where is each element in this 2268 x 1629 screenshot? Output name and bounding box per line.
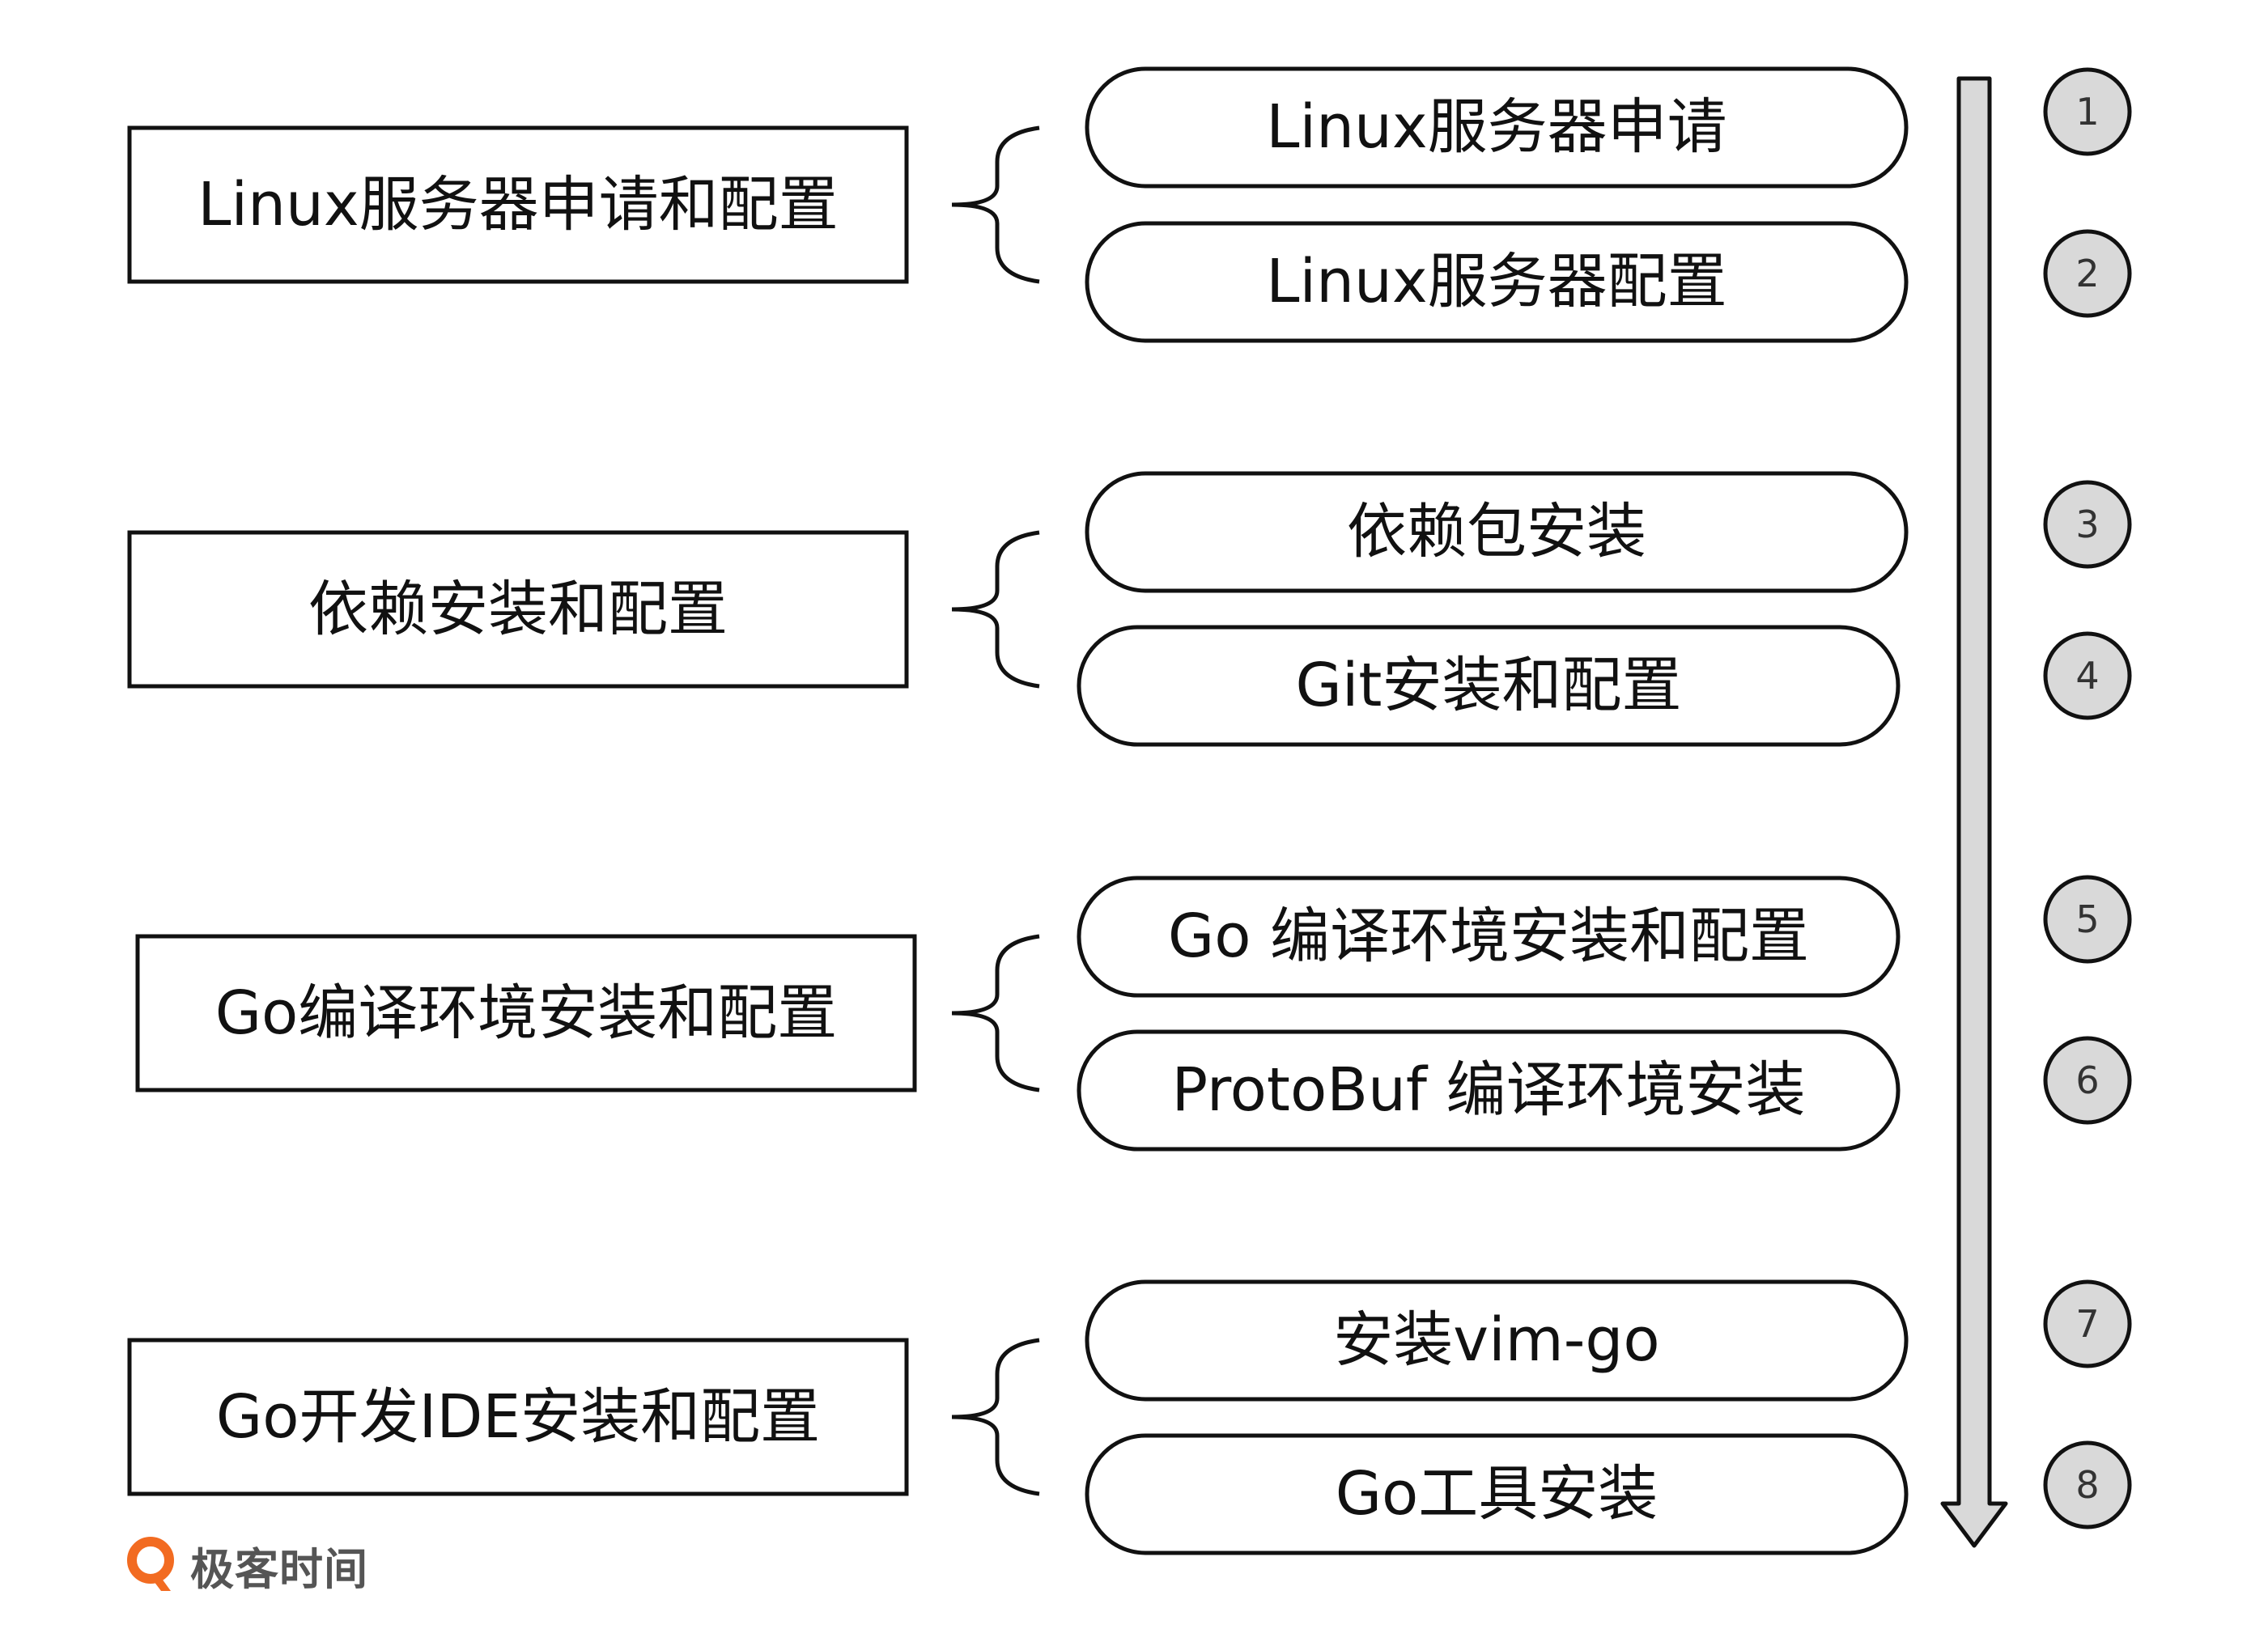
step-pill-2: Linux服务器配置 bbox=[1085, 221, 1909, 343]
step-number-1: 1 bbox=[2043, 67, 2132, 156]
step-pill-4: Git安装和配置 bbox=[1077, 625, 1901, 747]
step-pill-1: Linux服务器申请 bbox=[1085, 66, 1909, 189]
brace-2 bbox=[951, 530, 1040, 689]
category-box-4: Go开发IDE安装和配置 bbox=[127, 1338, 909, 1496]
flow-arrow bbox=[1940, 76, 2008, 1548]
step-number-3: 3 bbox=[2043, 480, 2132, 569]
step-number-7: 7 bbox=[2043, 1279, 2132, 1368]
step-pill-7: 安装vim-go bbox=[1085, 1279, 1909, 1402]
brace-3 bbox=[951, 934, 1040, 1092]
step-label: Linux服务器申请 bbox=[1266, 92, 1726, 162]
geektime-logo-icon bbox=[127, 1536, 174, 1591]
category-box-3: Go编译环境安装和配置 bbox=[135, 934, 917, 1092]
step-label: 安装vim-go bbox=[1333, 1305, 1659, 1375]
step-number-label: 5 bbox=[2075, 897, 2099, 941]
step-number-label: 8 bbox=[2075, 1463, 2099, 1507]
step-label: ProtoBuf 编译环境安装 bbox=[1172, 1055, 1806, 1125]
step-label: 依赖包安装 bbox=[1347, 497, 1646, 566]
step-pill-6: ProtoBuf 编译环境安装 bbox=[1077, 1029, 1901, 1152]
category-box-2: 依赖安装和配置 bbox=[127, 530, 909, 689]
brand-logo: 极客时间 bbox=[125, 1534, 368, 1597]
step-number-label: 3 bbox=[2075, 503, 2099, 546]
step-pill-5: Go 编译环境安装和配置 bbox=[1077, 876, 1901, 998]
step-number-6: 6 bbox=[2043, 1036, 2132, 1125]
brace-1 bbox=[951, 125, 1040, 284]
brace-4 bbox=[951, 1338, 1040, 1496]
category-label: 依赖安装和配置 bbox=[308, 575, 728, 644]
step-number-label: 4 bbox=[2075, 654, 2099, 698]
category-label: Linux服务器申请和配置 bbox=[197, 170, 838, 240]
step-number-label: 6 bbox=[2075, 1058, 2099, 1102]
step-number-label: 1 bbox=[2075, 90, 2099, 134]
category-label: Go开发IDE安装和配置 bbox=[216, 1382, 820, 1452]
step-label: Linux服务器配置 bbox=[1266, 247, 1726, 316]
category-label: Go编译环境安装和配置 bbox=[215, 978, 838, 1048]
step-label: Git安装和配置 bbox=[1296, 651, 1682, 720]
step-label: Go 编译环境安装和配置 bbox=[1168, 901, 1809, 971]
step-number-5: 5 bbox=[2043, 875, 2132, 964]
step-number-label: 2 bbox=[2075, 252, 2099, 295]
step-label: Go工具安装 bbox=[1336, 1459, 1659, 1529]
category-box-1: Linux服务器申请和配置 bbox=[127, 125, 909, 284]
step-pill-3: 依赖包安装 bbox=[1085, 471, 1909, 593]
step-number-label: 7 bbox=[2075, 1302, 2099, 1346]
brand-name: 极客时间 bbox=[190, 1544, 368, 1595]
step-pill-8: Go工具安装 bbox=[1085, 1433, 1909, 1555]
step-number-4: 4 bbox=[2043, 631, 2132, 720]
step-number-8: 8 bbox=[2043, 1440, 2132, 1529]
step-number-2: 2 bbox=[2043, 229, 2132, 318]
